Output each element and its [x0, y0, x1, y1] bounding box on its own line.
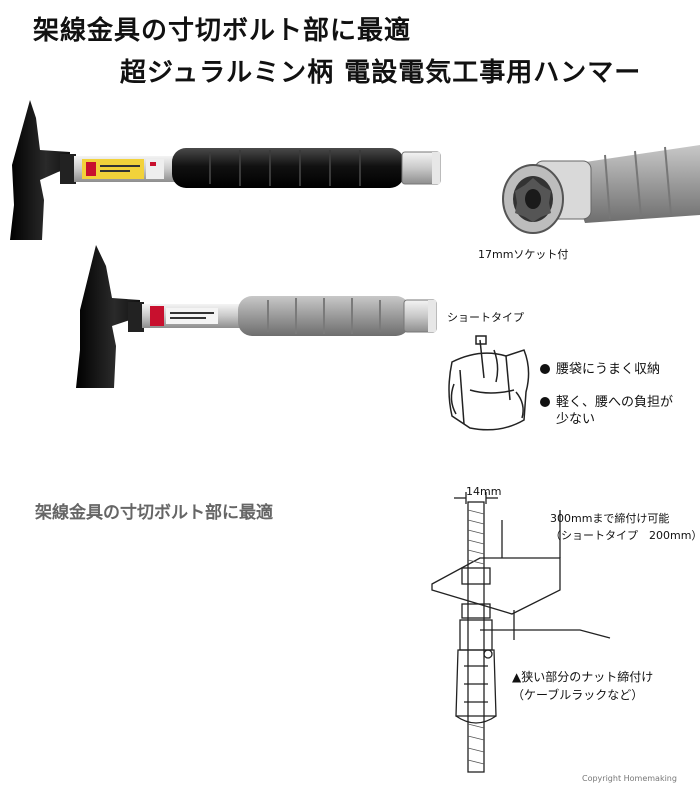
narrow-note-line1: ▲狭い部分のナット締付け: [512, 670, 654, 684]
bolt-diameter-label: 14mm: [466, 485, 502, 498]
length-note-line1: 300mmまで締付け可能: [550, 512, 670, 525]
socket-caption: 17mmソケット付: [478, 248, 569, 261]
usage-diagram: [431, 492, 611, 773]
narrow-note-line2: （ケーブルラックなど）: [512, 688, 644, 702]
socket-closeup-image: [502, 145, 700, 234]
tool-pouch-illustration: [448, 335, 530, 431]
narrow-space-note: ▲狭い部分のナット締付け （ケーブルラックなど）: [512, 668, 653, 704]
page-title-line2: 超ジュラルミン柄 電設電気工事用ハンマー: [120, 58, 642, 88]
tightening-length-note: 300mmまで締付け可能 （ショートタイプ 200mm）: [550, 510, 700, 544]
short-hammer-image: [76, 245, 437, 388]
page-title-line1: 架線金具の寸切ボルト部に最適: [33, 16, 412, 46]
bullet-dot-icon: [540, 397, 550, 407]
bullet-dot-icon: [540, 364, 550, 374]
bullet-text-line1: 軽く、腰への負担が: [556, 395, 674, 410]
bullet-lightweight: 軽く、腰への負担が 少ない: [540, 394, 680, 428]
usage-heading: 架線金具の寸切ボルト部に最適: [35, 503, 273, 523]
bullet-text-line2: 少ない: [556, 412, 596, 427]
copyright-text: Copyright Homemaking: [582, 774, 677, 783]
bullet-fits-waist-bag: 腰袋にうまく収納: [540, 361, 660, 378]
bullet-text: 腰袋にうまく収納: [556, 362, 661, 377]
length-note-line2: （ショートタイプ 200mm）: [550, 529, 700, 542]
long-hammer-image: [10, 100, 441, 240]
short-type-caption: ショートタイプ: [447, 311, 524, 324]
